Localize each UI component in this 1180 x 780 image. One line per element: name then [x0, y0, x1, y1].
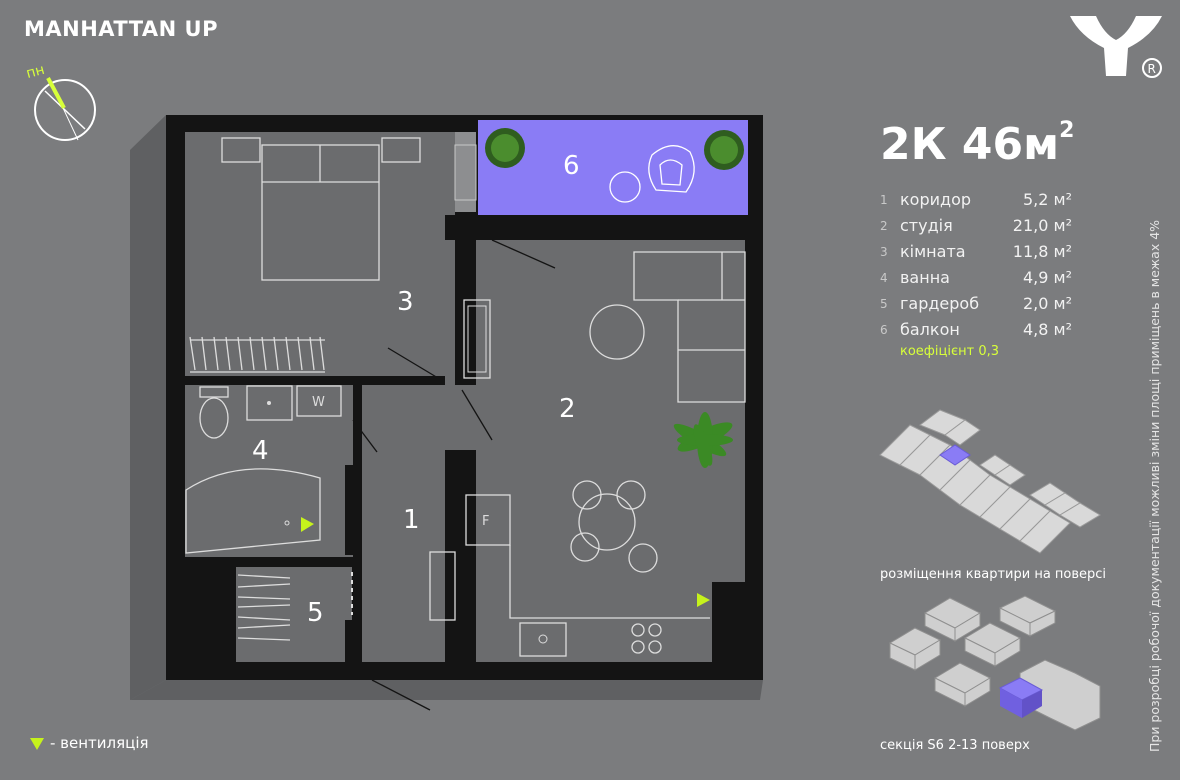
- room-3-floor: [185, 132, 445, 376]
- room-2-floor: [462, 240, 745, 662]
- floor-plan: W F: [130, 115, 763, 711]
- balcony-coefficient: коефіцієнт 0,3: [900, 344, 1000, 359]
- room-label-1: 1: [403, 505, 420, 535]
- section-caption: секція S6 2-13 поверх: [880, 738, 1030, 753]
- section-location-map: [888, 595, 1101, 731]
- floor-location-map: [879, 409, 1101, 554]
- room-label-2: 2: [559, 394, 576, 424]
- ventilation-legend: - вентиляція: [30, 734, 149, 752]
- room-label-6: 6: [563, 151, 580, 181]
- ventilation-marker: [697, 593, 710, 607]
- room-label-4: 4: [252, 436, 269, 466]
- svg-text:F: F: [482, 514, 489, 529]
- room-5-floor: [236, 567, 352, 662]
- washer: [296, 385, 342, 417]
- brand-name: MANHATTAN UP: [24, 17, 219, 41]
- compass-label: пн: [24, 62, 46, 82]
- apartment-title: 2К 46м2: [880, 118, 1075, 170]
- room-1-floor: [362, 132, 462, 662]
- ventilation-icon: [30, 737, 44, 750]
- plant-icon: [673, 412, 733, 468]
- wardrobe-rail: [189, 336, 325, 373]
- brand-logo-icon: R: [1070, 16, 1162, 78]
- dining-table: [578, 493, 636, 551]
- sofa: [633, 251, 746, 403]
- cooktop: [631, 623, 662, 654]
- toilet: [199, 397, 229, 439]
- area-disclaimer: При розробці робочої документації можлив…: [1147, 219, 1162, 752]
- coffee-table: [589, 304, 645, 360]
- bathtub: [185, 468, 321, 554]
- room-4-floor: [185, 385, 353, 557]
- kitchen-sink: [519, 622, 567, 657]
- room-6-balcony: [478, 120, 748, 215]
- room-label-5: 5: [307, 598, 324, 628]
- compass-icon: пн: [24, 62, 96, 141]
- balcony-chair: [648, 145, 695, 193]
- sink: [246, 385, 293, 421]
- svg-text:W: W: [312, 395, 325, 410]
- svg-text:R: R: [1148, 62, 1156, 76]
- fridge: [465, 494, 511, 546]
- room-label-3: 3: [397, 287, 414, 317]
- ventilation-marker: [301, 517, 314, 532]
- closet-hangers: [237, 574, 291, 641]
- floor-location-caption: розміщення квартири на поверсі: [880, 567, 1107, 582]
